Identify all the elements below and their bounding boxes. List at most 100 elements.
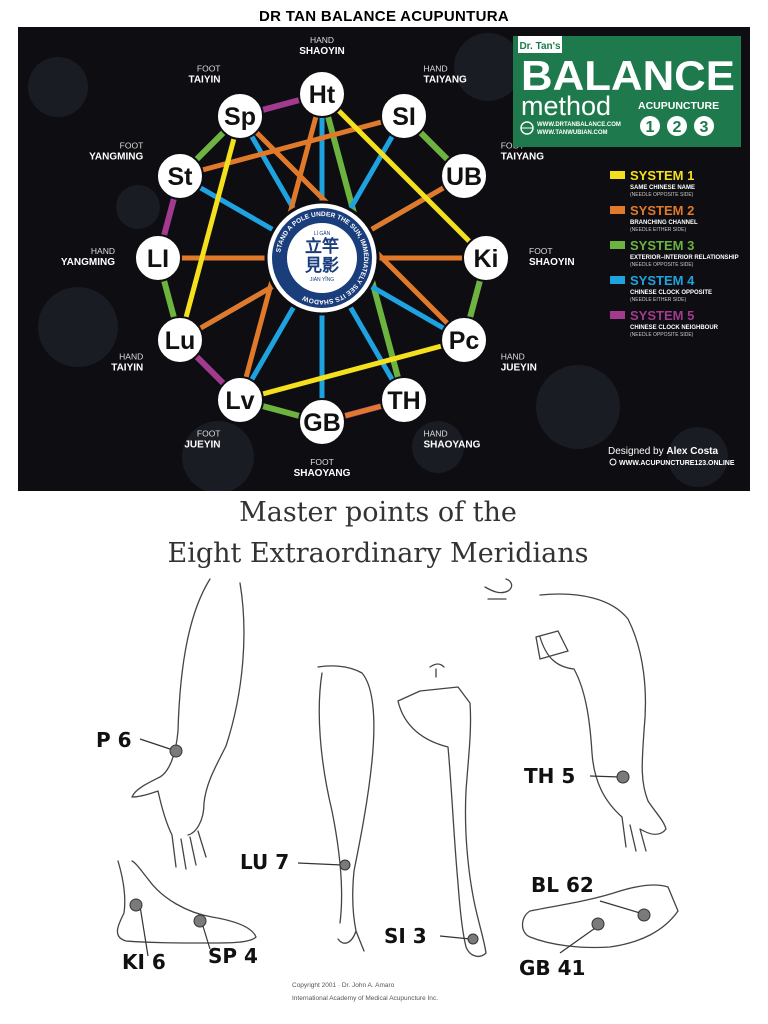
legend-note-2: (NEEDLE EITHER SIDE) — [630, 227, 686, 233]
node-label-st: St — [167, 163, 193, 191]
caption-bottom-ht: SHAOYIN — [299, 46, 345, 57]
system1-line-ht-ki — [319, 91, 489, 261]
system1-lines — [177, 91, 489, 403]
arm-sketch-th5 — [484, 578, 667, 852]
label-lu7: LU 7 — [240, 850, 289, 874]
legend-title-5: SYSTEM 5 — [630, 308, 694, 323]
designer-url: WWW.ACUPUNCTURE123.ONLINE — [619, 460, 735, 467]
node-label-li: LI — [147, 245, 169, 273]
caption-top-sp: FOOT — [197, 63, 221, 73]
caption-top-th: HAND — [424, 429, 448, 439]
system2-line-st-si — [177, 113, 407, 179]
node-li — [134, 234, 182, 282]
designer-prefix: Designed by Alex Costa — [608, 446, 718, 457]
legend-title-2: SYSTEM 2 — [630, 203, 694, 218]
caption-top-st: FOOT — [120, 141, 144, 151]
caption-bottom-pc: JUEYIN — [501, 363, 537, 374]
marker-bl62 — [637, 908, 651, 922]
legend-desc-4: CHINESE CLOCK OPPOSITE — [630, 290, 712, 296]
balance-wheel-svg: STAND A POLE UNDER THE SUN, IMMEDIATELY … — [28, 33, 741, 491]
caption-bottom-sp: TAIYIN — [188, 74, 220, 85]
node-label-si: SI — [392, 103, 416, 131]
body-sketches — [116, 578, 679, 958]
center-chars-line2: 見影 — [304, 256, 339, 275]
brand-tab — [518, 36, 562, 53]
copyright-line1: Copyright 2001 · Dr. John A. Amaro — [292, 982, 395, 989]
node-pc — [440, 316, 489, 364]
caption-bottom-th: SHAOYANG — [424, 440, 481, 451]
system1-line-lv-pc — [237, 337, 467, 403]
legend-swatch-4 — [610, 276, 625, 284]
node-label-ki: Ki — [474, 245, 499, 273]
master-title-line1: Master points of the — [239, 497, 517, 528]
node-label-sp: Sp — [224, 103, 256, 131]
caption-top-ht: HAND — [310, 35, 334, 45]
foot-sketch-left — [116, 860, 257, 944]
hair-sketch — [429, 663, 445, 678]
caption-bottom-ki: SHAOYIN — [529, 257, 575, 268]
node-label-ht: Ht — [309, 81, 336, 109]
caption-top-ki: FOOT — [529, 246, 553, 256]
node-ht — [298, 70, 346, 118]
brand-digit-3: 3 — [700, 119, 709, 136]
node-label-pc: Pc — [449, 327, 480, 355]
label-th5: TH 5 — [524, 764, 575, 788]
caption-top-lu: HAND — [119, 352, 143, 362]
caption-bottom-lv: JUEYIN — [184, 440, 220, 451]
marker-gb41 — [591, 917, 605, 931]
marker-sp4 — [193, 914, 207, 928]
marker-ki6 — [129, 898, 143, 912]
brand-acupuncture: ACUPUNCTURE — [638, 100, 719, 112]
brand-digit-1: 1 — [646, 119, 655, 136]
node-label-lu: Lu — [165, 327, 196, 355]
label-sp4: SP 4 — [208, 944, 258, 968]
node-label-ub: UB — [446, 163, 482, 191]
master-points-svg: Master points of the Eight Extraordinary… — [96, 497, 679, 1002]
marker-th5 — [616, 770, 630, 784]
point-leaders — [139, 738, 641, 957]
caption-top-gb: FOOT — [310, 457, 334, 467]
legend-title-1: SYSTEM 1 — [630, 168, 694, 183]
legend-note-1: (NEEDLE OPPOSITE SIDE) — [630, 192, 694, 198]
legend-desc-2: BRANCHING CHANNEL — [630, 220, 698, 226]
marker-lu7 — [339, 859, 351, 871]
globe-icon-small — [609, 458, 617, 466]
legend-note-3: (NEEDLE OPPOSITE SIDE) — [630, 262, 694, 268]
copyright-line2: International Academy of Medical Acupunc… — [292, 995, 438, 1002]
master-points-figure: Master points of the Eight Extraordinary… — [0, 491, 768, 1024]
marker-p6 — [169, 744, 183, 758]
label-ki6: KI 6 — [122, 950, 166, 974]
node-lv — [216, 376, 264, 425]
node-label-lv: Lv — [225, 387, 254, 415]
foot-sketch-right — [521, 884, 679, 949]
master-title-line2: Eight Extraordinary Meridians — [168, 538, 589, 569]
legend-swatch-1 — [610, 171, 625, 179]
caption-top-li: HAND — [91, 246, 115, 256]
legend-desc-1: SAME CHINESE NAME — [630, 185, 695, 191]
brand-url-1: WWW.DRTANBALANCE.COM — [537, 122, 621, 128]
node-si — [380, 91, 428, 140]
legend-swatch-5 — [610, 311, 625, 319]
center-inner-circle — [287, 223, 357, 293]
node-lu — [155, 316, 204, 364]
label-bl62: BL 62 — [531, 873, 594, 897]
label-gb41: GB 41 — [519, 956, 585, 980]
caption-top-si: HAND — [424, 63, 448, 73]
caption-top-lv: FOOT — [197, 429, 221, 439]
meridian-captions: HANDSHAOYINHANDTAIYANGFOOTTAIYANGFOOTSHA… — [61, 35, 575, 479]
brand-block: Dr. Tan's BALANCE method ACUPUNCTURE 1 2… — [513, 36, 741, 147]
legend-swatch-2 — [610, 206, 625, 214]
center-chars-line1: 立竿 — [305, 236, 339, 256]
caption-bottom-si: TAIYANG — [424, 74, 468, 85]
caption-top-pc: HAND — [501, 352, 525, 362]
legend-desc-3: EXTERIOR–INTERIOR RELATIONSHIP — [630, 255, 739, 261]
caption-bottom-ub: TAIYANG — [501, 152, 545, 163]
legend-title-3: SYSTEM 3 — [630, 238, 694, 253]
brand-dr-tans: Dr. Tan's — [519, 41, 561, 52]
caption-bottom-st: YANGMING — [89, 152, 143, 163]
node-th — [380, 376, 428, 425]
arm-sketch-p6 — [131, 578, 245, 870]
floral-background — [28, 33, 728, 491]
marker-si3 — [467, 933, 479, 945]
